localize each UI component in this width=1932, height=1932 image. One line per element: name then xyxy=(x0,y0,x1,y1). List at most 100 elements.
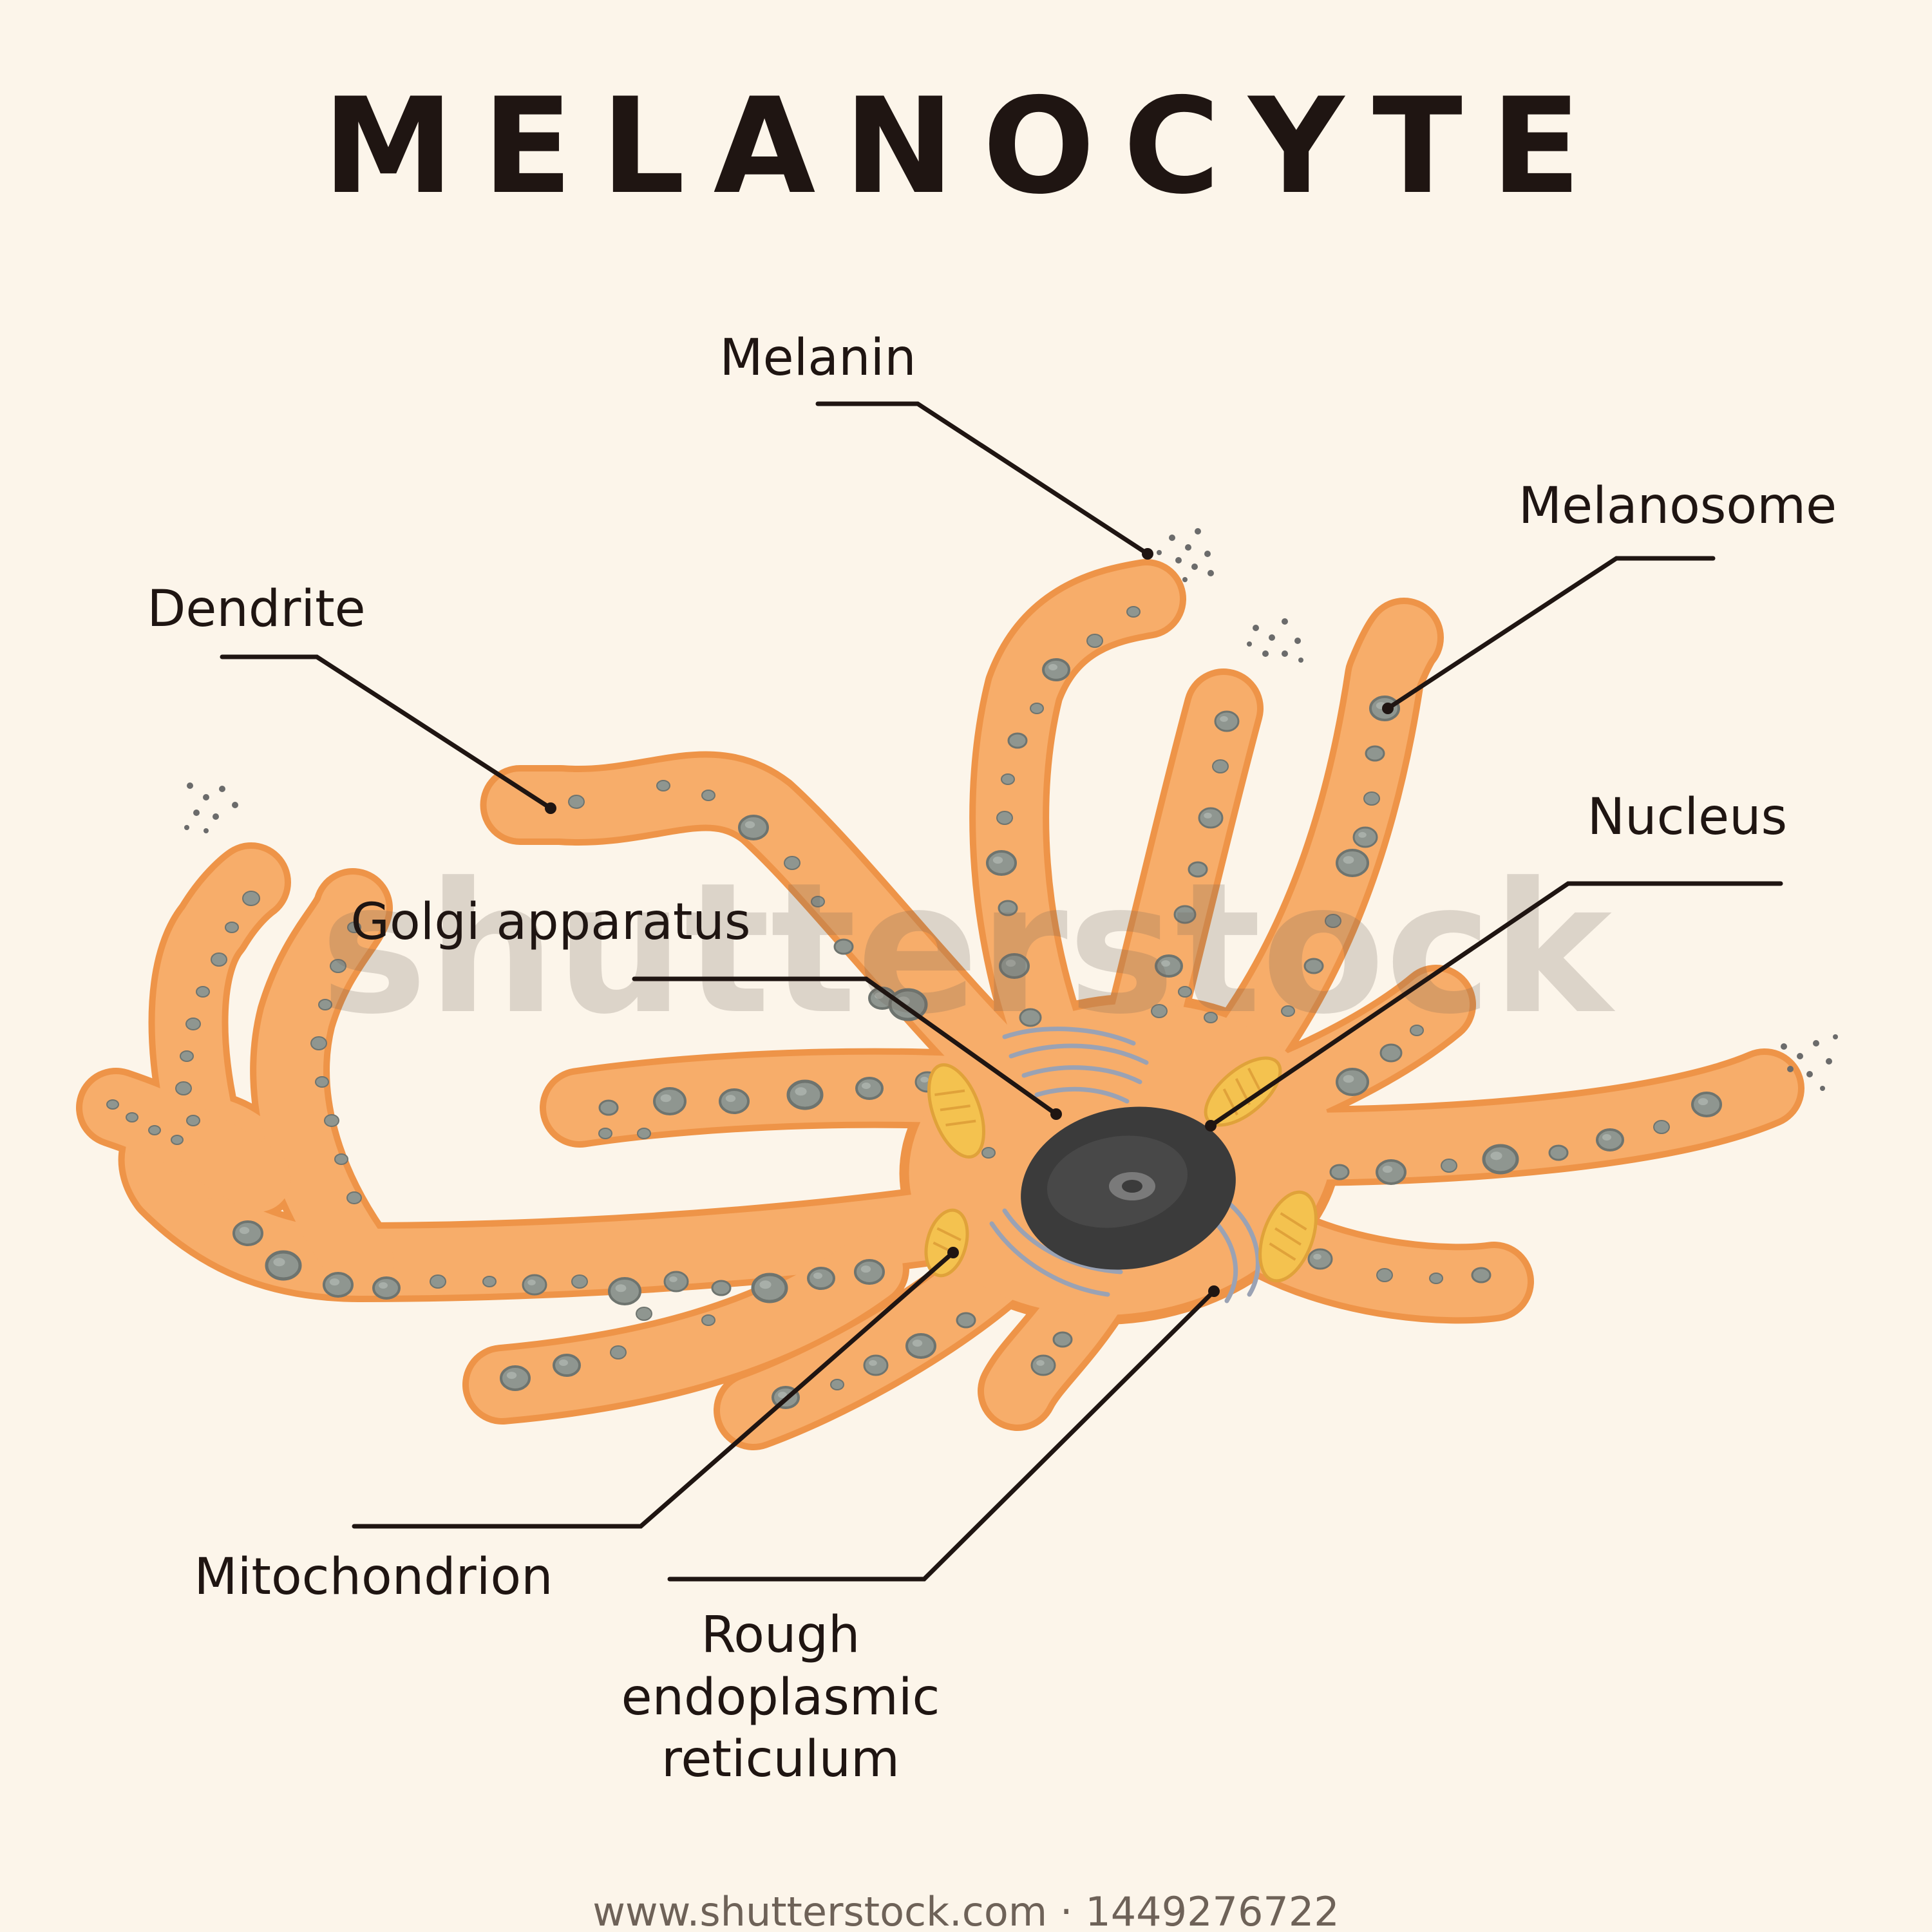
melanosome-highlight xyxy=(875,992,884,999)
melanosome-granule xyxy=(265,1250,302,1281)
footer-url: www.shutterstock.com · 1449276722 xyxy=(592,1888,1340,1932)
melanosome-highlight xyxy=(1048,664,1057,670)
melanosome-granule xyxy=(701,1314,715,1326)
melanosome-granule xyxy=(1336,849,1369,877)
melanosome-granule xyxy=(833,938,854,955)
melanosome-highlight xyxy=(744,821,755,829)
melanosome-granule xyxy=(346,1191,362,1204)
melanosome-granule xyxy=(637,1128,651,1139)
melanosome-granule xyxy=(1376,1268,1393,1282)
melanosome-granule xyxy=(1336,1068,1369,1096)
melanosome-granule xyxy=(888,988,928,1021)
melanosome-granule xyxy=(1001,773,1015,785)
melanosome-granule xyxy=(1019,1008,1042,1027)
label-rough-er-line-2: endoplasmic xyxy=(621,1669,940,1727)
melanosome-granule xyxy=(1352,826,1378,848)
melanosome-highlight xyxy=(759,1280,772,1289)
melanosome-highlight xyxy=(1602,1134,1611,1141)
leader-nucleus xyxy=(1208,881,1783,1128)
melanosome-granule xyxy=(1441,1159,1457,1173)
leader-melanosome xyxy=(1385,556,1716,711)
melanosome-granule xyxy=(171,1135,184,1145)
melanosome-granule xyxy=(148,1125,161,1135)
melanosome-granule xyxy=(430,1274,446,1289)
melanosome-granule xyxy=(998,900,1018,916)
melanosome-granule xyxy=(568,795,585,809)
melanosome-granule xyxy=(830,1379,844,1390)
melanosome-highlight xyxy=(1005,960,1016,967)
melanosome-granule xyxy=(315,1076,329,1088)
mitochondrion-1 xyxy=(927,1063,985,1159)
melanosome-granule xyxy=(1007,732,1028,749)
label-melanosome: Melanosome xyxy=(1519,477,1837,535)
melanosome-highlight xyxy=(1204,812,1212,819)
melanosome-granule xyxy=(334,1153,348,1165)
melanosome-granule xyxy=(701,790,715,801)
melanosome-granule xyxy=(1178,986,1192,998)
melanosome-highlight xyxy=(506,1372,517,1379)
melanosome-highlight xyxy=(1698,1098,1709,1106)
melanosome-highlight xyxy=(660,1094,672,1103)
melanosome-highlight xyxy=(1358,831,1367,838)
melanosome-granule xyxy=(324,1114,339,1127)
melanosome-granule xyxy=(126,1112,138,1122)
leader-mitochondrion xyxy=(352,1250,956,1529)
melanosome-granule xyxy=(1151,1004,1168,1018)
melanosome-granule xyxy=(855,1077,884,1100)
melanosome-highlight xyxy=(912,1340,923,1347)
leader-dendrite xyxy=(220,654,553,811)
melanosome-granule xyxy=(1281,1005,1295,1017)
melanosome-granule xyxy=(1596,1128,1624,1151)
diagram-title: MELANOCYTE xyxy=(323,70,1609,223)
melanosome-granule xyxy=(175,1081,192,1095)
melanosome-granule xyxy=(571,1274,588,1289)
melanosome-granule xyxy=(786,1079,824,1110)
melanosome-granule xyxy=(310,1036,327,1050)
melanosome-granule xyxy=(999,953,1030,979)
melanosome-granule xyxy=(186,1115,200,1126)
melanosome-granule xyxy=(598,1128,612,1139)
melanosome-granule xyxy=(784,856,800,870)
melanosome-granule xyxy=(1126,606,1141,618)
melanosome-granule xyxy=(598,1099,619,1116)
melanosome-granule xyxy=(905,1333,936,1359)
label-melanin: Melanin xyxy=(719,329,916,387)
melanosome-granule xyxy=(956,1312,976,1329)
melanosome-granule xyxy=(738,815,769,840)
melanosome-granule xyxy=(1155,954,1183,978)
melanosome-granule xyxy=(1030,1354,1056,1376)
leader-golgi xyxy=(632,976,1059,1117)
label-mitochondrion: Mitochondrion xyxy=(194,1548,553,1606)
melanosome-granule xyxy=(482,1276,497,1287)
melanosome-granule xyxy=(719,1088,750,1114)
melanosome-highlight xyxy=(527,1279,536,1285)
melanosome-granule xyxy=(1198,807,1224,829)
melanosome-granule xyxy=(1329,1164,1350,1180)
melanosome-granule xyxy=(1030,703,1044,714)
melanosome-highlight xyxy=(329,1278,340,1286)
melanosome-granule xyxy=(1042,658,1070,681)
melanosome-granule xyxy=(1691,1092,1722,1117)
nucleus xyxy=(1021,1106,1236,1270)
melanosome-highlight xyxy=(992,857,1003,864)
melanosome-granule xyxy=(372,1276,401,1300)
melanosome-granule xyxy=(610,1345,627,1359)
melanosome-granule xyxy=(242,891,260,906)
leader-rough-er xyxy=(667,1289,1217,1582)
melanosome-highlight xyxy=(559,1359,568,1366)
melanosome-granule xyxy=(1379,1043,1403,1063)
melanosome-granule xyxy=(522,1274,547,1296)
melanosome-highlight xyxy=(1220,715,1228,722)
melanosome-granule xyxy=(1410,1025,1424,1036)
melanosome-granule xyxy=(180,1050,194,1062)
melanosome-granule xyxy=(1188,861,1208,878)
melanosome-granule xyxy=(656,780,670,791)
melanosome-highlight xyxy=(778,1392,787,1398)
label-nucleus: Nucleus xyxy=(1587,788,1787,846)
melanosome-granule xyxy=(318,999,332,1010)
melanosome-highlight xyxy=(1382,1166,1393,1173)
melanosome-granule xyxy=(653,1087,687,1115)
mitochondrion-4 xyxy=(1258,1190,1318,1283)
leader-lines xyxy=(220,401,1783,1582)
